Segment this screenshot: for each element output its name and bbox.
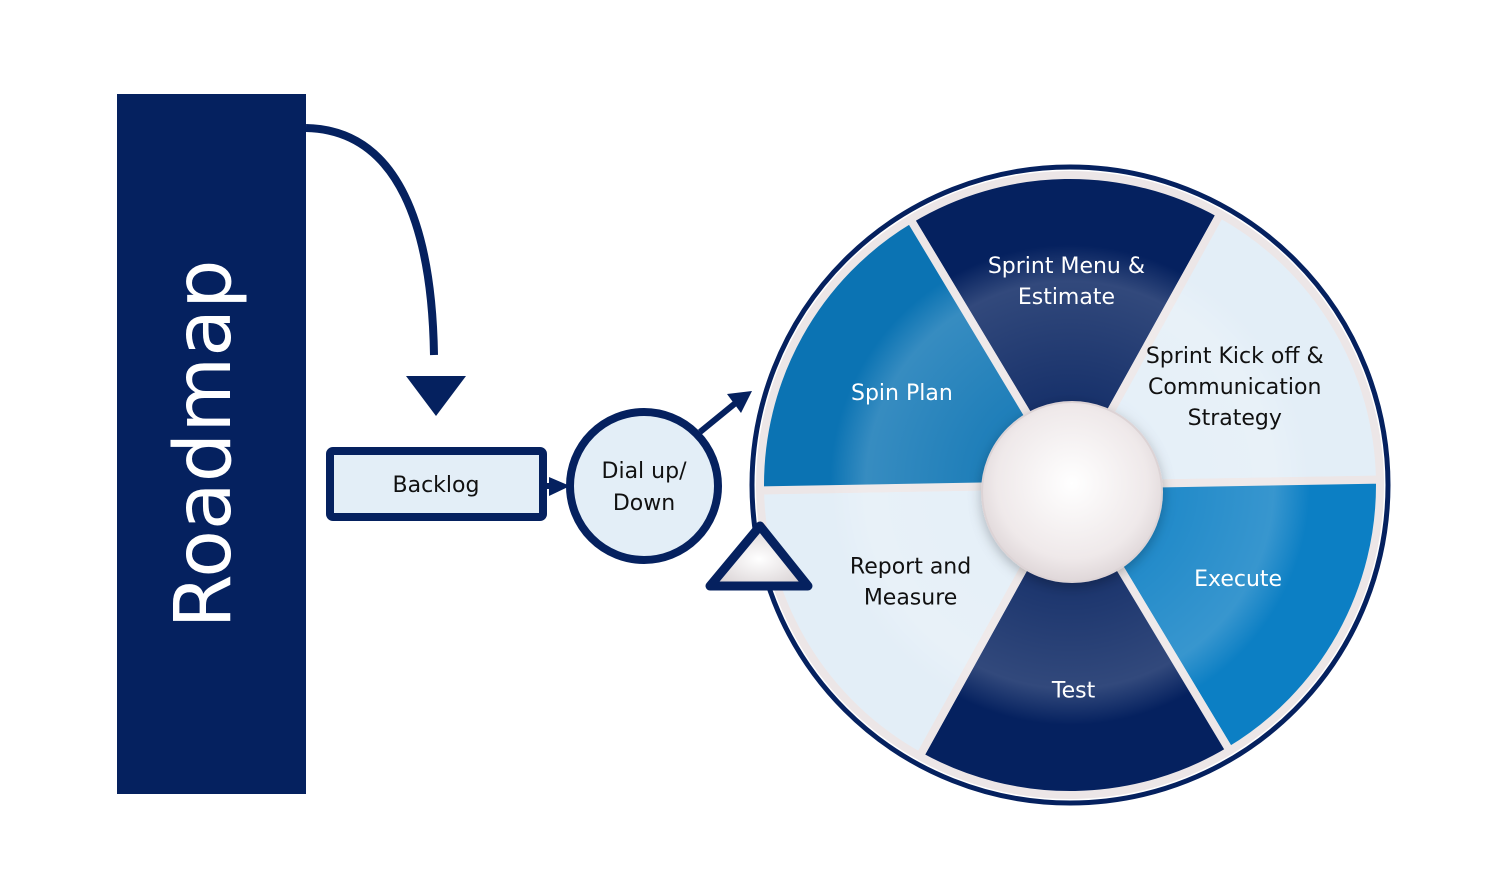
roadmap-label: Roadmap [159, 259, 249, 628]
wheel-label-line: Sprint Kick off & [1146, 344, 1324, 369]
wheel-pointer-triangle[interactable] [705, 521, 813, 591]
wheel-label-line: Execute [1194, 567, 1282, 592]
wheel-hub[interactable] [981, 401, 1163, 583]
wheel-label-line: Test [1051, 679, 1096, 704]
wheel-label-line: Strategy [1188, 406, 1282, 431]
wheel-label-line: Report and [850, 554, 971, 579]
wheel-label-line: Measure [864, 585, 958, 610]
roadmap-to-backlog-arrow [305, 124, 438, 356]
dial-up-down-node[interactable]: Dial up/ Down [566, 408, 722, 564]
backlog-box[interactable]: Backlog [326, 447, 547, 521]
wheel-label-line: Spin Plan [851, 381, 953, 406]
arrowhead-right-icon [549, 477, 570, 496]
roadmap-bar [117, 94, 306, 794]
dial-label-line1: Dial up/ [602, 459, 688, 484]
backlog-label: Backlog [393, 473, 480, 498]
dial-label-line2: Down [613, 491, 675, 516]
arrowhead-diagonal-icon [727, 391, 752, 413]
wheel-label-spin-plan: Spin Plan [851, 381, 953, 406]
wheel-label-line: Estimate [1018, 285, 1115, 310]
arrowhead-down-icon [406, 376, 466, 416]
wheel-label-line: Communication [1148, 375, 1321, 400]
wheel-label-test: Test [1051, 679, 1096, 704]
wheel-label-sprint-menu: Sprint Menu & Estimate [988, 254, 1145, 310]
dial-to-wheel-arrow [698, 398, 740, 435]
wheel-label-execute: Execute [1194, 567, 1282, 592]
wheel-label-line: Sprint Menu & [988, 254, 1145, 279]
